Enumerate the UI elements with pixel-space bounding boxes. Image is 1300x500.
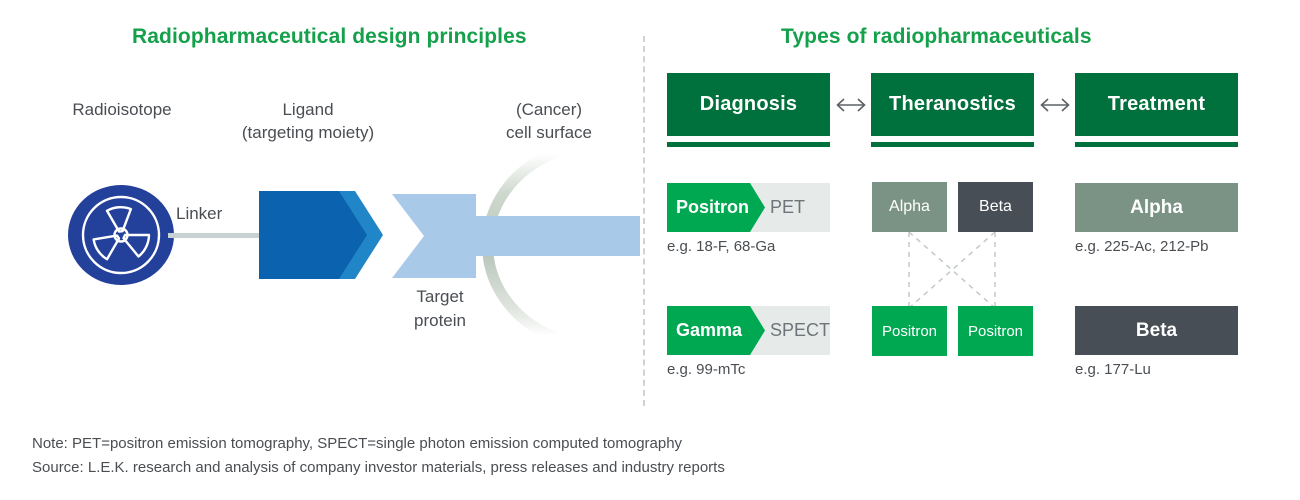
header-box-diagnosis[interactable]: Diagnosis (667, 73, 830, 136)
label-cell-line1: (Cancer) (515, 100, 583, 119)
treatment-block-beta[interactable]: Beta (1075, 306, 1238, 355)
modality-chevron-gamma (667, 306, 765, 355)
modality-technique-spect: SPECT (770, 320, 830, 340)
header-box-treatment[interactable]: Treatment (1075, 73, 1238, 136)
example-spect: e.g. 99-mTc (667, 361, 746, 378)
modality-particle-gamma: Gamma (676, 320, 743, 340)
label-ligand-line2: (targeting moiety) (241, 122, 375, 142)
example-pet: e.g. 18-F, 68-Ga (667, 238, 776, 255)
label-target-protein: Target protein (382, 285, 498, 333)
label-target-line1: Target (416, 287, 464, 306)
radiation-trefoil-icon (68, 185, 174, 285)
header-box-theranostics[interactable]: Theranostics (871, 73, 1034, 136)
linker-connector (168, 233, 264, 238)
header-rule-treatment (1075, 142, 1238, 147)
target-protein-shape (392, 194, 640, 278)
modality-bar-spect[interactable]: Gamma SPECT (667, 306, 830, 355)
example-alpha: e.g. 225-Ac, 212-Pb (1075, 238, 1209, 255)
label-target-line2: protein (414, 310, 466, 330)
example-beta: e.g. 177-Lu (1075, 361, 1151, 378)
theranostics-chip-positron-left[interactable]: Positron (872, 306, 947, 356)
theranostics-chip-beta[interactable]: Beta (958, 182, 1033, 232)
right-panel-title: Types of radiopharmaceuticals (781, 25, 1092, 48)
double-arrow-icon-2 (1035, 95, 1075, 115)
ligand-arrow-shape (259, 191, 383, 279)
label-radioisotope: Radioisotope (72, 100, 172, 119)
header-rule-theranostics (871, 142, 1034, 147)
modality-technique-pet: PET (770, 197, 806, 217)
footnote-source: Source: L.E.K. research and analysis of … (32, 459, 725, 476)
theranostics-link-lines (860, 230, 1050, 310)
label-linker: Linker (176, 204, 223, 223)
left-panel-title: Radiopharmaceutical design principles (132, 25, 527, 48)
modality-particle-positron: Positron (676, 197, 750, 217)
modality-bar-pet[interactable]: Positron PET (667, 183, 830, 232)
double-arrow-icon-1 (831, 95, 871, 115)
label-ligand-line1: Ligand (282, 100, 334, 119)
footnote-note: Note: PET=positron emission tomography, … (32, 435, 683, 452)
panel-divider (643, 36, 645, 406)
treatment-block-alpha[interactable]: Alpha (1075, 183, 1238, 232)
label-cell-surface: (Cancer) cell surface (474, 99, 624, 145)
theranostics-chip-positron-right[interactable]: Positron (958, 306, 1033, 356)
label-ligand: Ligand (targeting moiety) (213, 99, 403, 145)
label-cell-line2: cell surface (506, 122, 592, 142)
header-rule-diagnosis (667, 142, 830, 147)
theranostics-chip-alpha[interactable]: Alpha (872, 182, 947, 232)
modality-chevron-positron (667, 183, 765, 232)
